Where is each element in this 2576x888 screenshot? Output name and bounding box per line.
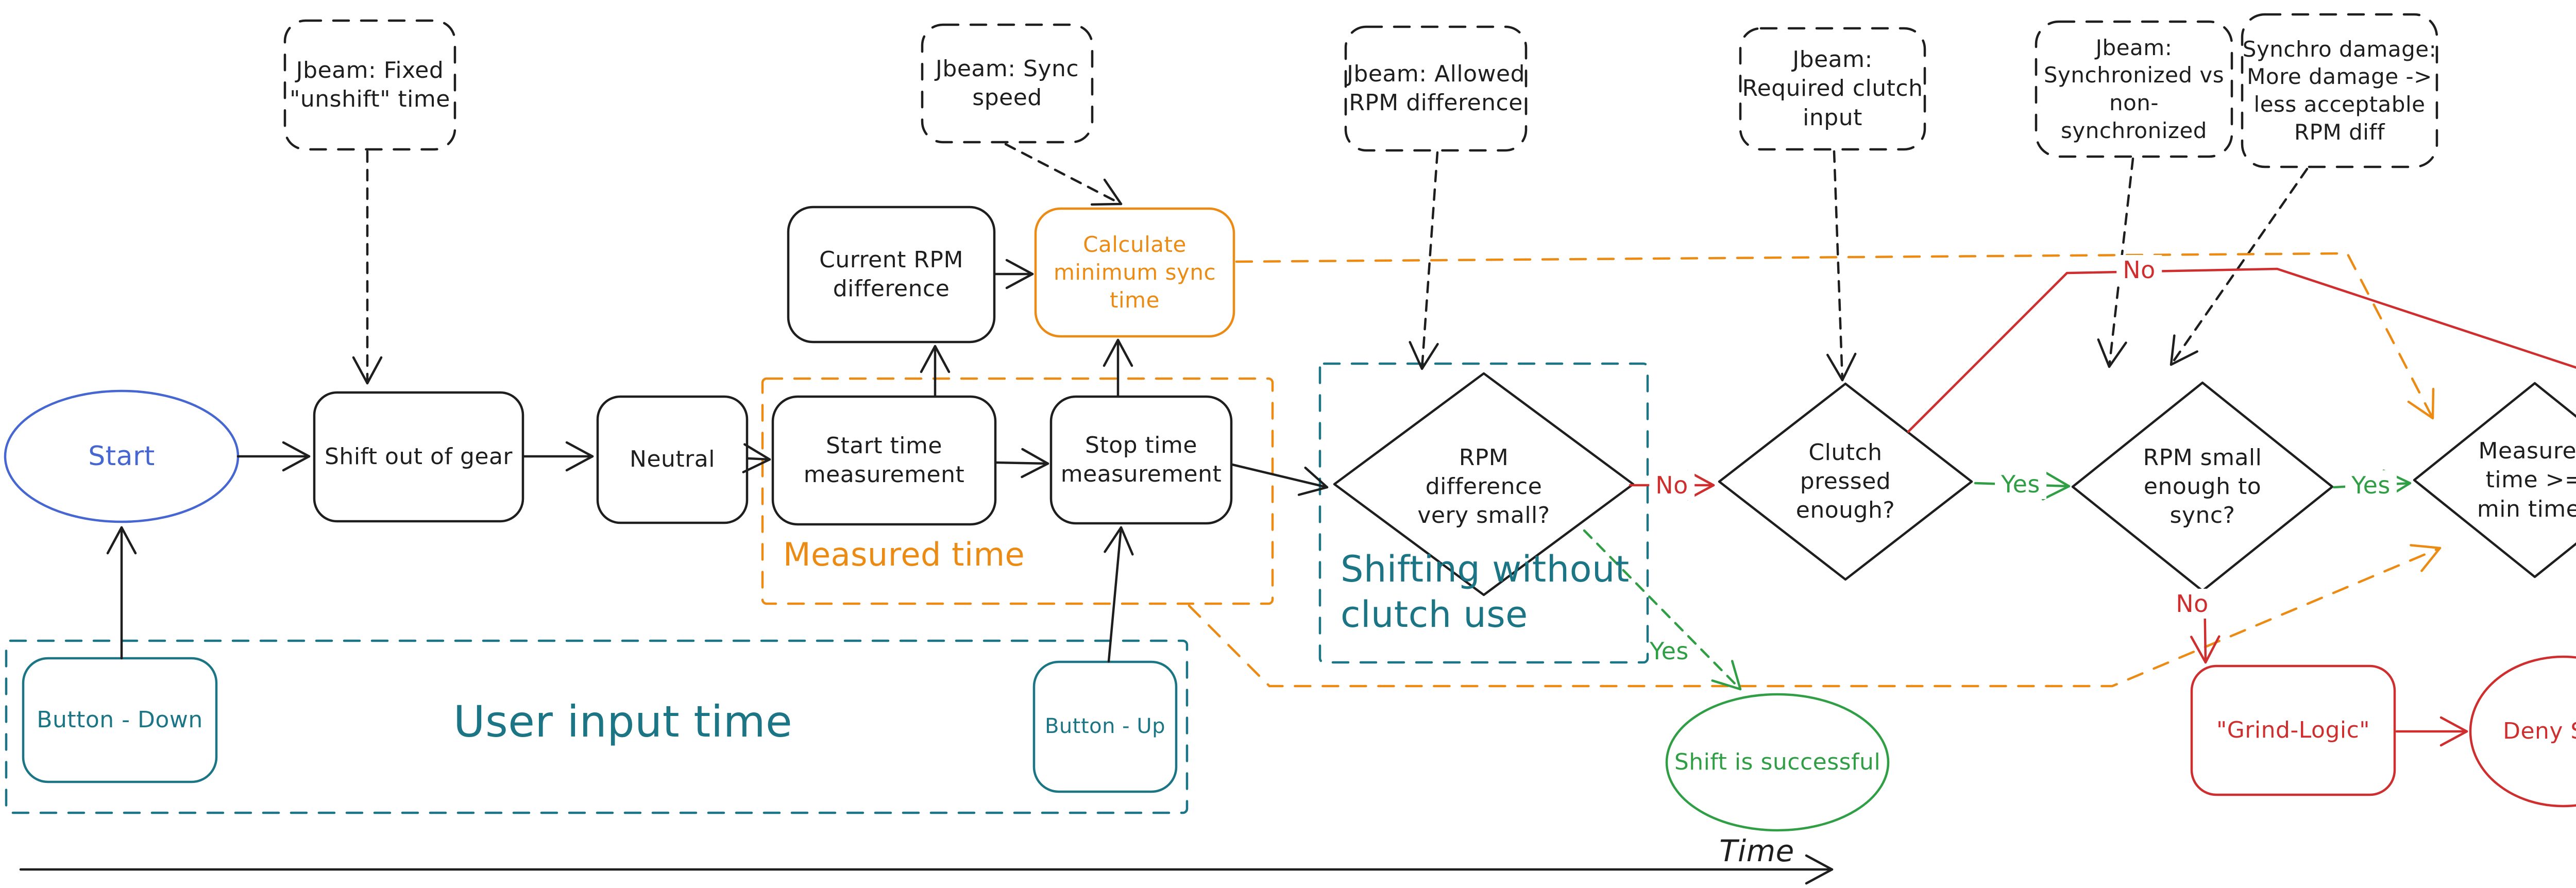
annotation-synchronized-label: Jbeam: Synchronized vs non-synchronized: [2043, 35, 2225, 143]
user-input-time-region-label: User input time: [453, 696, 793, 747]
measured-ge-min-diamond: [2413, 382, 2576, 578]
grind-logic-bottom-label: "Grind-Logic": [2216, 716, 2370, 743]
button-up-label: Button - Up: [1044, 714, 1165, 739]
edge-label-no-3: No: [2170, 589, 2215, 619]
start-time-label: Start time measurement: [803, 432, 965, 488]
edge-neutral-to-starttime: [742, 443, 771, 473]
edge-requiredclutch-annotation: [1826, 150, 1857, 382]
edge-label-yes-2: Yes: [2345, 470, 2397, 500]
user-input-time-region: [5, 639, 1189, 814]
edge-calcsync-to-measured-top: [1235, 252, 2435, 420]
clutch-pressed-label: Clutch pressed enough?: [1795, 439, 1895, 524]
edge-clutch-no-to-notsuccessful: [1907, 267, 2576, 433]
button-up-shape: [1032, 660, 1178, 793]
edge-label-yes-1: Yes: [1995, 469, 2046, 499]
annotation-synchro-damage-box: [2241, 13, 2438, 168]
start-node-label: Start: [88, 440, 155, 472]
annotation-sync-speed-box: [921, 23, 1094, 144]
shift-out-of-gear-label: Shift out of gear: [325, 443, 513, 470]
shifting-without-clutch-region: [1318, 362, 1649, 664]
neutral-label: Neutral: [630, 446, 715, 473]
edge-synchronized-annotation: [2097, 157, 2134, 368]
annotation-synchronized-box: [2035, 20, 2233, 158]
grind-logic-bottom-shape: [2190, 664, 2396, 796]
annotation-allowed-rpm-box: [1344, 25, 1528, 152]
rpm-diff-small-label: RPM difference very small?: [1417, 444, 1550, 529]
button-down-shape: [22, 657, 218, 783]
annotation-unshift-label: Jbeam: Fixed "unshift" time: [290, 57, 450, 112]
edge-label-no-2: No: [2116, 255, 2162, 285]
clutch-pressed-diamond: [1718, 382, 1973, 581]
deny-shift-shape: [2469, 655, 2576, 808]
calc-min-sync-shape: [1034, 207, 1235, 338]
measured-ge-min-label: Measured time >= min time?: [2477, 438, 2576, 522]
current-rpm-label: Current RPM difference: [819, 246, 963, 302]
edge-buttonup-to-stoptime: [1104, 526, 1134, 663]
stop-time-label: Stop time measurement: [1060, 432, 1222, 487]
start-time-shape: [771, 395, 997, 526]
edge-rpmdiff-yes-to-successful: [1583, 529, 1742, 691]
shifting-without-clutch-region-label: Shifting without clutch use: [1341, 548, 1630, 636]
edge-stoptime-to-rpmdiff: [1231, 463, 1329, 496]
button-down-label: Button - Down: [37, 706, 203, 733]
annotation-required-clutch-label: Jbeam: Required clutch input: [1742, 46, 1923, 131]
edge-allowedrpm-annotation: [1409, 151, 1439, 370]
time-axis-label: Time: [1719, 833, 1794, 868]
shift-successful-left-shape: [1665, 693, 1890, 832]
edge-synchrodamage-annotation: [2170, 167, 2309, 366]
edge-measuredtime-to-measured-bottom: [1188, 544, 2442, 688]
annotation-sync-speed-label: Jbeam: Sync speed: [935, 55, 1079, 111]
edge-starttime-to-stoptime: [995, 448, 1049, 479]
stop-time-shape: [1049, 395, 1233, 525]
rpm-small-sync-label: RPM small enough to sync?: [2143, 444, 2262, 529]
calc-min-sync-label: Calculate minimum sync time: [1053, 232, 1216, 313]
shift-successful-left-label: Shift is successful: [1674, 748, 1881, 775]
measured-time-region: [761, 377, 1274, 605]
measured-time-region-label: Measured time: [783, 536, 1025, 573]
annotation-allowed-rpm-label: Jbeam: Allowed RPM difference: [1346, 60, 1526, 116]
edge-syncspeed-annotation: [1004, 143, 1123, 206]
edge-label-no-1: No: [1649, 470, 1694, 500]
annotation-synchro-damage-label: Synchro damage: More damage -> less acce…: [2242, 36, 2437, 145]
rpm-small-sync-diamond: [2071, 381, 2334, 592]
annotation-unshift-box: [283, 19, 456, 151]
deny-shift-label: Deny Shift: [2503, 718, 2576, 744]
annotation-required-clutch-box: [1739, 27, 1926, 151]
edge-label-yes-4: Yes: [1650, 637, 1689, 665]
